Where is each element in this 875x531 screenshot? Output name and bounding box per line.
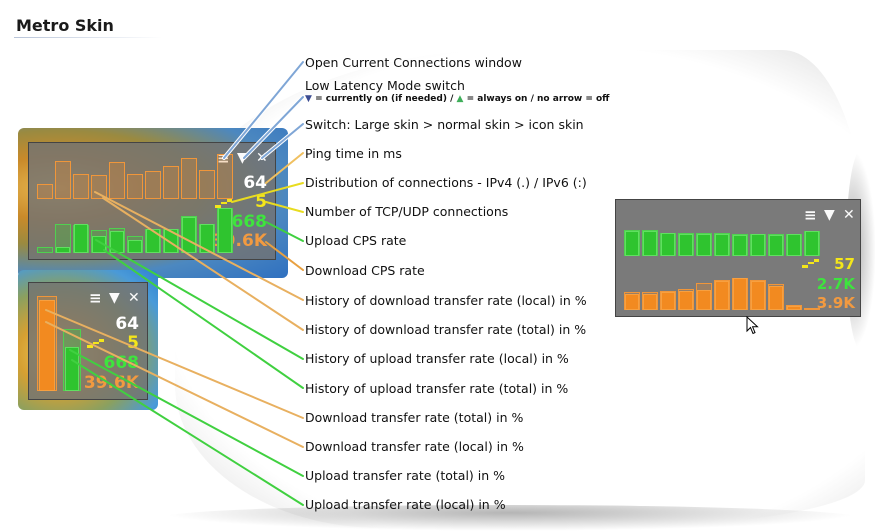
connections-value: 57 [834, 255, 855, 273]
annotation-download-local: Download transfer rate (local) in % [305, 439, 524, 454]
annotation-connections: Number of TCP/UDP connections [305, 204, 509, 219]
upload-history-local-bar [200, 224, 214, 253]
annotation-upload-local: Upload transfer rate (local) in % [305, 497, 506, 512]
download-history-local-bar [769, 286, 783, 310]
ipv4-distribution-icon [802, 259, 819, 268]
title-divider [14, 37, 162, 38]
download-history-total-bar [145, 171, 161, 199]
annotation-history-download-local: History of download transfer rate (local… [305, 293, 587, 308]
annotation-download-total: Download transfer rate (total) in % [305, 410, 524, 425]
annotation-latency-legend: ▼ = currently on (if needed) / ▲ = alway… [305, 94, 609, 104]
download-cps-value: 3.9K [816, 294, 855, 312]
ipv4-distribution-icon [215, 199, 232, 208]
annotation-history-upload-local: History of upload transfer rate (local) … [305, 351, 569, 366]
download-history-local-bar [625, 294, 639, 310]
annotation-history-upload-total: History of upload transfer rate (total) … [305, 381, 569, 396]
upload-history-local-bar [661, 233, 675, 256]
mouse-cursor-icon [746, 316, 759, 335]
upload-history-local-bar [733, 235, 747, 256]
upload-history-local-bar [805, 231, 819, 256]
upload-history-local-bar [697, 234, 711, 256]
annotation-history-download-total: History of download transfer rate (total… [305, 322, 587, 337]
ping-value: 64 [243, 173, 267, 193]
download-history-local-bar [697, 290, 711, 310]
annotation-switch-skin: Switch: Large skin > normal skin > icon … [305, 117, 584, 132]
latency-arrow-icon[interactable]: ▼ [109, 290, 120, 306]
upload-history-local-bar [56, 247, 70, 253]
upload-cps-value: 668 [231, 212, 268, 232]
download-history-total-bar [73, 174, 89, 199]
metro-skin-widget: ≡ ▼ ✕ 57 2.7K 3.9K [615, 199, 861, 317]
upload-history-local-bar [643, 231, 657, 256]
upload-history-local-bar [679, 234, 693, 256]
upload-history-local-bar [182, 217, 196, 253]
download-history-total-bar [109, 162, 125, 199]
arrow-up-icon: ▲ [456, 94, 464, 104]
upload-history-local-bar [146, 229, 160, 253]
page-title: Metro Skin [16, 16, 114, 35]
upload-cps-value: 668 [103, 353, 140, 373]
download-history-local-bar [643, 294, 657, 310]
annotation-ping: Ping time in ms [305, 146, 402, 161]
download-history-total-bar [55, 161, 71, 199]
upload-history-local-bar [787, 234, 801, 256]
upload-history-total-bar [37, 247, 53, 253]
latency-arrow-icon[interactable]: ▼ [824, 207, 835, 223]
download-history-total-bar [127, 174, 143, 199]
ping-value: 64 [115, 314, 139, 334]
download-history-total-bar [199, 170, 215, 199]
download-history-local-bar [661, 292, 675, 310]
annotation-download-cps: Download CPS rate [305, 263, 425, 278]
download-history-total-bar [181, 158, 197, 199]
latency-legend-text: = always on / no arrow = off [466, 94, 610, 104]
connections-value: 5 [127, 333, 139, 353]
arrow-down-icon: ▼ [305, 94, 312, 104]
annotation-upload-cps: Upload CPS rate [305, 233, 407, 248]
download-history-local-bar [679, 291, 693, 310]
menu-icon[interactable]: ≡ [804, 206, 817, 224]
upload-history-local-bar [751, 234, 765, 256]
upload-cps-value: 2.7K [816, 275, 855, 293]
background-shadow [160, 505, 860, 531]
upload-history-local-bar [625, 231, 639, 256]
download-history-total-bar [163, 166, 179, 199]
upload-local-bar [65, 347, 79, 391]
annotation-open-connections: Open Current Connections window [305, 55, 522, 70]
upload-history-local-bar [74, 224, 88, 253]
download-history-local-bar [751, 281, 765, 310]
connections-value: 5 [255, 192, 267, 212]
menu-icon[interactable]: ≡ [89, 289, 102, 307]
annotation-upload-total: Upload transfer rate (total) in % [305, 468, 506, 483]
upload-history-local-bar [164, 229, 178, 253]
close-icon[interactable]: ✕ [128, 290, 140, 306]
ipv4-distribution-icon [87, 339, 104, 348]
upload-history-local-bar [769, 235, 783, 256]
upload-history-local-bar [715, 234, 729, 256]
download-history-local-bar [787, 306, 801, 310]
download-history-local-bar [733, 278, 747, 310]
latency-legend-text: = currently on (if needed) / [315, 94, 454, 104]
close-icon[interactable]: ✕ [843, 207, 855, 223]
download-local-bar [39, 300, 55, 391]
large-skin-widget: ≡ ▼ ✕ 64 5 668 39.6K [28, 142, 276, 260]
download-history-total-bar [37, 184, 53, 199]
annotation-distribution: Distribution of connections - IPv4 (.) /… [305, 175, 587, 190]
annotation-low-latency: Low Latency Mode switch [305, 78, 465, 93]
upload-history-local-bar [128, 240, 142, 253]
upload-history-local-bar [218, 208, 232, 253]
download-history-total-bar [804, 308, 820, 310]
download-history-local-bar [715, 281, 729, 310]
